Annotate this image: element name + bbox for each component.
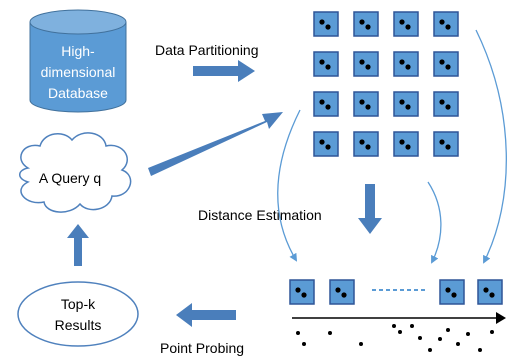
data-partitioning-label: Data Partitioning [155, 42, 259, 58]
probe-point [478, 348, 482, 352]
database-label-line-3: Database [48, 85, 108, 101]
database-cylinder: High- dimensional Database [29, 9, 127, 113]
database-label-line-1: High- [61, 43, 95, 59]
results-label-line-2: Results [55, 317, 102, 333]
results-to-query-arrow [67, 224, 89, 266]
data-partitioning-arrow [193, 60, 255, 82]
probe-point [328, 331, 332, 335]
query-to-grid-arrow [148, 112, 283, 176]
partition-cell [393, 11, 419, 37]
curve-arrow-middle [427, 181, 442, 264]
partition-grid [313, 11, 459, 157]
probe-point [398, 330, 402, 334]
probe-point [428, 348, 432, 352]
point-probing-label: Point Probing [160, 340, 244, 356]
probe-point [418, 336, 422, 340]
probe-point [296, 331, 300, 335]
probe-point [438, 337, 442, 341]
partition-cell [433, 131, 459, 157]
partition-cell [353, 11, 379, 37]
partition-cell [353, 51, 379, 77]
point-probing-arrow [176, 303, 236, 327]
partition-cell [353, 131, 379, 157]
distance-estimation-arrow [358, 184, 382, 234]
query-label: A Query q [39, 170, 101, 186]
probing-axis-head [496, 312, 506, 324]
curve-arrow-left [277, 109, 301, 262]
partition-cell [433, 51, 459, 77]
probe-point [359, 342, 363, 346]
candidate-cell [329, 279, 355, 305]
partition-cell [313, 131, 339, 157]
distance-estimation-label: Distance Estimation [198, 207, 322, 223]
candidate-row [289, 279, 503, 305]
topk-results: Top-k Results [17, 281, 139, 347]
probe-point [302, 342, 306, 346]
probe-point [490, 330, 494, 334]
partition-cell [313, 51, 339, 77]
partition-cell [393, 91, 419, 117]
probe-point [466, 332, 470, 336]
probe-points [296, 324, 494, 352]
probe-point [392, 324, 396, 328]
candidate-cell [477, 279, 503, 305]
probe-point [446, 328, 450, 332]
curve-arrow-right [475, 29, 507, 264]
partition-cell [433, 91, 459, 117]
results-label-line-1: Top-k [61, 296, 96, 312]
query-cloud: A Query q [19, 132, 132, 213]
partition-cell [313, 91, 339, 117]
probe-point [456, 342, 460, 346]
partition-cell [393, 51, 419, 77]
probe-point [410, 324, 414, 328]
database-label-line-2: dimensional [41, 64, 116, 80]
partition-cell [433, 11, 459, 37]
partition-cell [353, 91, 379, 117]
candidate-cell [439, 279, 465, 305]
partition-cell [393, 131, 419, 157]
candidate-cell [289, 279, 315, 305]
partition-cell [313, 11, 339, 37]
